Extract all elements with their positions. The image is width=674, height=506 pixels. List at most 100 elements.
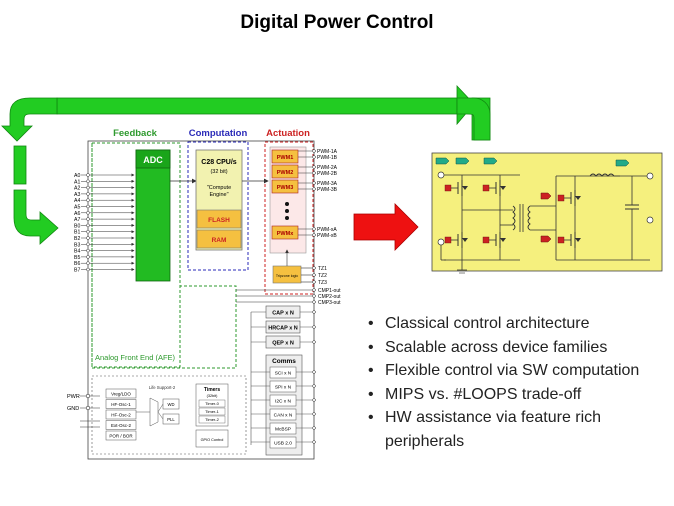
analog-input-label-B6: B6 [74, 261, 80, 267]
pwm3-label: PWM3 [277, 185, 294, 191]
gpio-label: GPIO Control [201, 438, 224, 442]
tz-pin-label-TZ2: TZ2 [318, 273, 327, 279]
system-block-label: Vreg/LDO [111, 391, 131, 396]
bullet-list: Classical control architecture Scalable … [368, 312, 668, 453]
ram-block [196, 229, 242, 249]
system-block [105, 409, 137, 420]
analog-input-pin [86, 192, 90, 196]
cmp-pin-label-CMP3-out: CMP3-out [318, 300, 341, 306]
analog-input-label-A5: A5 [74, 205, 80, 211]
gpio-block [195, 429, 229, 448]
analog-input-label-A6: A6 [74, 211, 80, 217]
feedback-loop-arrow [1, 84, 491, 245]
system-block-label: HF-Osc-1 [111, 402, 131, 407]
cmp-pin [312, 294, 316, 298]
page-title: Digital Power Control [240, 12, 434, 33]
analog-input-pin [86, 248, 90, 253]
pwm-output-pin [312, 149, 316, 153]
actuation-label: Actuation [266, 128, 310, 139]
pwr-pin-label: PWR [67, 394, 80, 400]
adc-label: ADC [143, 155, 163, 165]
comms-item-label: SPI x N [275, 385, 292, 391]
pwm-output-label-PWM-2B: PWM-2B [317, 171, 338, 177]
pwm-module-group: PWM1 PWM2 PWM3 PWMx [269, 146, 307, 254]
tz-pin [312, 266, 316, 270]
pwm-output-pin [312, 187, 316, 191]
pwm-output-label-PWM-1B: PWM-1B [317, 155, 338, 161]
comms-item-label: McBSP [275, 427, 291, 433]
comms-item [269, 436, 297, 449]
pwmx-label: PWMx [277, 231, 294, 237]
control-output-arrow [353, 203, 419, 251]
tz-pin-label-TZ1: TZ1 [318, 266, 327, 272]
capture-block-label: HRCAP x N [268, 326, 298, 332]
bullet-item: HW assistance via feature rich periphera… [368, 406, 668, 453]
pwm-output-label-PWM-2A: PWM-2A [317, 165, 338, 171]
analog-input-pin [86, 255, 90, 259]
wd-label: WD [168, 402, 175, 407]
pwm1-label: PWM1 [277, 155, 294, 161]
afe-region [91, 143, 237, 369]
comms-item-label: I2C x N [275, 399, 292, 405]
tz-pin-label-TZ3: TZ3 [318, 280, 327, 286]
timer-item [198, 415, 226, 424]
pwm-output-pin [312, 233, 316, 237]
timer-item [198, 407, 226, 416]
cmp-pin-label-CMP2-out: CMP2-out [318, 294, 341, 300]
analog-input-label-B3: B3 [74, 242, 80, 248]
comms-item [269, 408, 297, 421]
ram-label: RAM [212, 237, 227, 244]
tripzone-logic-label: Tripzone logic [276, 274, 298, 278]
pwmx-block [271, 225, 299, 240]
analog-input-label-A0: A0 [74, 173, 80, 179]
analog-input-pin [86, 236, 90, 240]
capture-block-label: QEP x N [272, 341, 294, 347]
pwm1-block [271, 149, 299, 164]
system-block-label: POR / BOR [109, 433, 133, 438]
analog-input-label-B4: B4 [74, 249, 80, 255]
pwm-output-pin [312, 165, 316, 169]
timers-title: Timers [204, 387, 221, 393]
computation-region [187, 141, 249, 271]
analog-input-label-A7: A7 [74, 217, 80, 223]
computation-label: Computation [189, 128, 248, 139]
flash-block [196, 209, 242, 229]
pwm2-label: PWM2 [277, 170, 294, 176]
comms-item-label: USB 2.0 [274, 441, 292, 447]
comms-item-label: CAN x N [274, 413, 293, 419]
analog-input-pin [86, 211, 90, 215]
analog-input-pin [86, 217, 90, 221]
afe-label: Analog Front End (AFE) [95, 353, 176, 362]
comms-item [269, 380, 297, 393]
system-block [105, 388, 137, 399]
pwm-output-label-PWM-3B: PWM-3B [317, 187, 338, 193]
analog-input-label-B2: B2 [74, 236, 80, 242]
comms-item [269, 394, 297, 407]
analog-input-pin [86, 173, 90, 177]
bullet-item: MIPS vs. #LOOPS trade-off [368, 383, 668, 407]
pwm-output-label-PWM-1A: PWM-1A [317, 149, 338, 155]
analog-input-label-B0: B0 [74, 223, 80, 229]
analog-input-label-A1: A1 [74, 179, 80, 185]
analog-input-pin [86, 223, 90, 228]
cmp-pin-label-CMP1-out: CMP1-out [318, 288, 341, 294]
flash-label: FLASH [208, 217, 230, 224]
pwm2-block [271, 164, 299, 179]
analog-input-label-B1: B1 [74, 230, 80, 236]
cpu-name: C28 CPU/s [201, 159, 237, 166]
pwm-output-pins: PWM-1APWM-1BPWM-2APWM-2BPWM-3APWM-3BPWM-… [298, 149, 338, 239]
comms-item-label: SCI x N [275, 371, 292, 377]
cpu-desc-1: "Compute [207, 185, 231, 191]
tz-pin [312, 280, 316, 284]
comms-title: Comms [272, 358, 296, 365]
analog-input-label-B7: B7 [74, 268, 80, 274]
pwm-output-pin [312, 227, 316, 231]
analog-input-pin [86, 198, 90, 202]
pwm3-block [271, 179, 299, 194]
analog-input-pin [86, 242, 90, 247]
